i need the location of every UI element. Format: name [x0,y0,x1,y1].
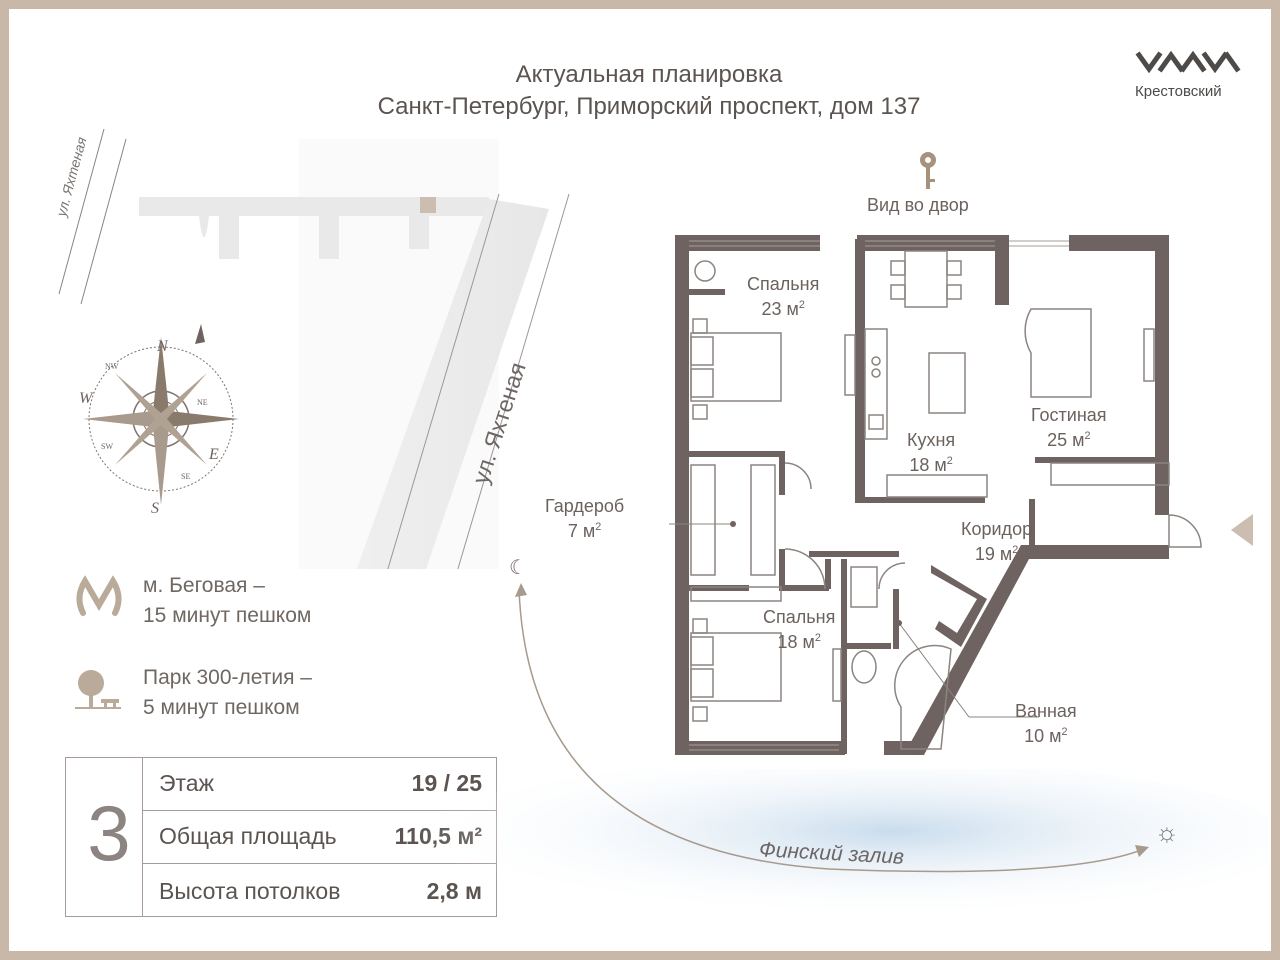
fact-label: Общая площадь [159,823,337,849]
area-unit-sup: 2 [1012,544,1019,556]
room-label-kitchen: Кухня 18 м2 [907,430,955,476]
room-label-corridor: Коридор 19 м2 [961,519,1032,565]
compass-nw: NW [105,362,119,371]
room-area: 18 м2 [763,628,835,653]
wall-bedroom-kitchen [855,239,865,501]
dining-table [904,250,948,308]
area-unit-sup: 2 [814,632,821,644]
fact-value: 19 / 25 [411,770,482,796]
brand-name: Крестовский [1135,83,1222,100]
fact-label: Высота потолков [159,878,341,904]
park-name: Парк 300-летия – [143,666,312,689]
view-marker-icon [913,149,943,198]
room-area: 23 м2 [747,295,819,320]
compass-se: SE [181,472,190,481]
site-plan [58,128,570,569]
room-label-bathroom: Ванная 10 м2 [1015,701,1077,747]
brand-logo: Крестовский [1135,49,1245,104]
room-area: 19 м2 [961,540,1032,565]
park-icon [71,665,125,711]
wall-east [1155,235,1169,515]
page-title: Актуальная планировка [515,61,783,88]
wall-west [675,235,689,755]
room-name: Спальня [747,274,820,294]
metro-info: м. Беговая – 15 минут пешком [143,571,311,631]
street-line-left [58,128,105,295]
road-yakhtennaya [356,199,549,569]
compass-n: N [156,338,169,355]
room-label-bedroom-2: Спальня 18 м2 [763,607,835,653]
compass-w: W [79,390,94,407]
room-area: 7 м2 [545,517,624,542]
rooms-count: 3 [87,789,131,877]
road-edge-right [457,193,570,569]
wardrobe-living [1050,462,1170,486]
room-area-value: 7 м [567,521,596,541]
view-label: Вид во двор [867,195,969,215]
metro-station: м. Беговая – [143,574,265,597]
plant-icon [694,260,716,282]
park-info: Парк 300-летия – 5 минут пешком [143,663,312,723]
compass-sw: SW [101,442,113,451]
entrance-arrow-icon [1231,514,1253,551]
room-area: 18 м2 [907,451,955,476]
room-name: Гостиная [1031,405,1107,425]
building-highlight [420,197,436,213]
bathtub-icon [894,644,952,750]
neighbour-building [139,197,489,259]
room-area-value: 10 м [1024,726,1062,746]
fact-label: Этаж [159,770,214,796]
fact-row-ceiling: Высота потолков 2,8 м [143,864,496,916]
park-walk-time: 5 минут пешком [143,696,300,719]
room-area-value: 23 м [761,299,799,319]
area-unit-sup: 2 [1084,430,1091,442]
room-name: Коридор [961,519,1033,539]
room-name: Ванная [1015,701,1077,721]
sun-path [515,583,1149,873]
area-unit-sup: 2 [946,455,953,467]
room-label-living: Гостиная 25 м2 [1031,405,1107,451]
kitchen-island [928,352,966,414]
area-unit-sup: 2 [798,299,805,311]
room-label-bedroom-1: Спальня 23 м2 [747,274,819,320]
facts-divider [142,758,143,916]
compass-e: E [208,446,219,463]
room-label-wardrobe: Гардероб 7 м2 [545,496,624,542]
area-unit-sup: 2 [595,521,602,533]
room-area-value: 25 м [1047,430,1085,450]
metro-icon [73,575,125,619]
compass-rose: N S E W NE NW SE SW [79,324,239,517]
bed-icon [690,332,782,402]
fact-row-floor: Этаж 19 / 25 [143,758,496,810]
room-name: Кухня [907,430,956,450]
room-name: Спальня [763,607,836,627]
room-name: Гардероб [545,496,625,516]
room-area: 25 м2 [1031,426,1107,451]
metro-walk-time: 15 минут пешком [143,604,312,627]
sofa-icon [1024,308,1092,398]
kitchen-counter [864,328,888,440]
compass-s: S [151,500,159,517]
moon-icon: ☾ [509,557,527,579]
row-divider [143,863,496,864]
room-area-value: 18 м [777,632,815,652]
apartment-plan [669,235,1202,755]
street-line-right [80,138,127,305]
room-area-value: 18 м [909,455,947,475]
room-area-value: 19 м [974,544,1013,564]
compass-ne: NE [197,398,208,407]
area-unit-sup: 2 [1061,726,1068,738]
fact-value: 2,8 м [426,878,482,904]
page-subtitle: Санкт-Петербург, Приморский проспект, до… [377,93,921,120]
brand-mark-icon [1135,50,1241,74]
row-divider [143,810,496,811]
road-edge-left [387,193,500,569]
room-area: 10 м2 [1015,722,1077,747]
sun-icon: ☼ [1155,817,1179,847]
